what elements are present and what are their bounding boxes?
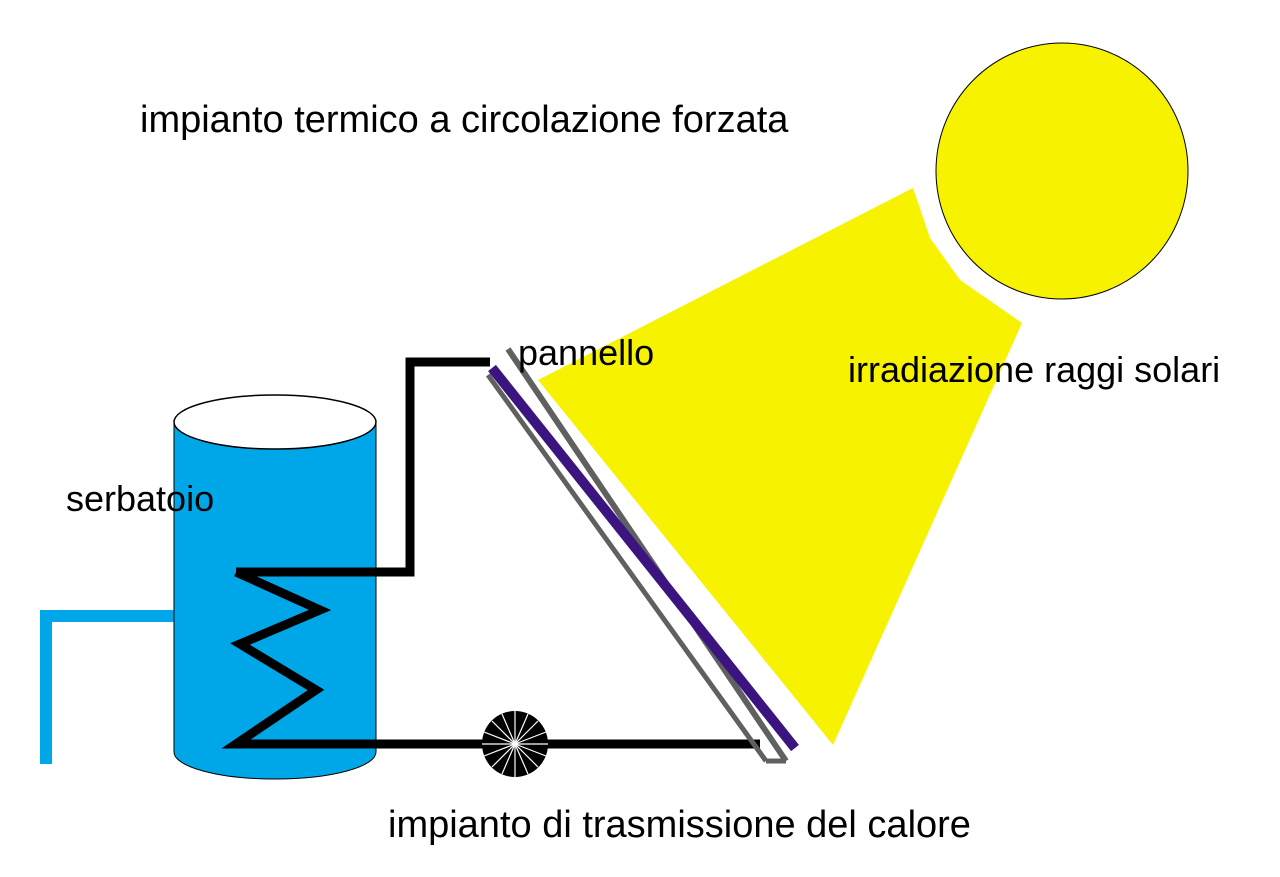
tank-top (173, 394, 377, 450)
sun-rays-label: irradiazione raggi solari (848, 349, 1220, 390)
storage-tank (173, 394, 377, 780)
heat-exchanger-coil (221, 567, 760, 749)
cold-water-pipe (40, 610, 178, 764)
tank-label: serbatoio (66, 478, 214, 519)
diagram-title: impianto termico a circolazione forzata (140, 99, 789, 141)
solar-panel (485, 347, 799, 764)
circulation-circuit (236, 357, 490, 577)
sun-rays-beam (538, 188, 1022, 745)
sun-disc (935, 42, 1189, 300)
transmission-label: impianto di trasmissione del calore (388, 804, 971, 846)
panel-label: pannello (518, 332, 654, 373)
circulation-pump (482, 711, 548, 777)
